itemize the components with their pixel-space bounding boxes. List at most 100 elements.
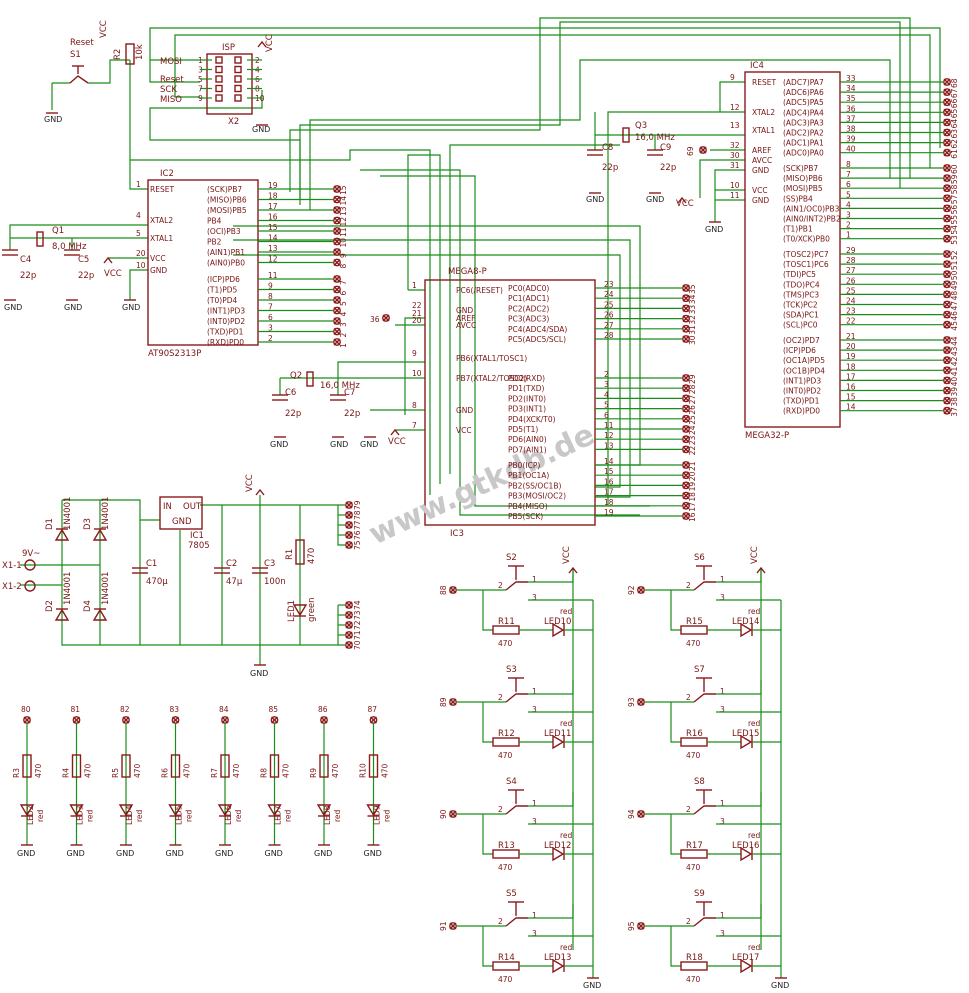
q1-freq: 8,0 MHz	[52, 242, 87, 252]
ic4-test-label: 60	[950, 164, 959, 174]
ic4-right-label: (TMS)PC3	[783, 290, 819, 299]
rail-vcc-label: VCC	[562, 546, 572, 564]
q2-freq: 16,0 MHz	[320, 381, 360, 391]
ic4-right-pin: 3	[846, 211, 851, 220]
d3-name: D3	[83, 518, 93, 530]
ic4-test-point	[943, 280, 951, 289]
ic2-test-label: 2	[339, 333, 348, 338]
ic2-test-label: 14	[339, 196, 348, 206]
led-resistor-name: R4	[62, 768, 71, 778]
switch-vcc-wire	[528, 680, 574, 695]
led-test-label: 82	[120, 705, 130, 714]
led-test-label: 81	[71, 705, 81, 714]
gnd-test-point	[345, 641, 353, 649]
gnd-test-point	[345, 621, 353, 629]
switch-test-point	[449, 810, 457, 818]
ic4-right-label: (OC1A)PD5	[783, 356, 825, 365]
c8-gnd: GND	[586, 195, 604, 204]
ic3-test-label: 34	[688, 294, 697, 304]
led-name: LED2	[26, 805, 35, 825]
ic2-test-label: 1	[339, 343, 348, 348]
ic4-test-point-69	[699, 146, 707, 154]
ic4-test-label: 51	[950, 260, 959, 270]
ic1-name: IC1	[190, 531, 204, 541]
ic2-test-point	[333, 338, 341, 346]
led-test-point	[270, 716, 279, 724]
ic2-right-pin: 19	[268, 181, 278, 190]
ic2-right-pin: 18	[268, 192, 278, 201]
led-name: LED9	[373, 805, 382, 825]
ic4-right-pin: 15	[846, 393, 856, 402]
isp-miso: MISO	[160, 95, 182, 105]
gnd-test-label: 71	[353, 630, 362, 640]
ic3-right-pin: 14	[604, 457, 614, 466]
ic4-test-label: 44	[950, 336, 959, 346]
led-resistor	[220, 754, 230, 778]
switch-pin: 2	[498, 693, 503, 702]
led-color: red	[284, 809, 293, 822]
ic4-test-label-69: 69	[686, 146, 695, 156]
switch-test-point	[637, 810, 645, 818]
c3-value: 100n	[264, 577, 286, 587]
ic4-right-label: (SS)PB4	[783, 194, 813, 203]
led-branch-wire	[670, 702, 681, 743]
led-gnd: GND	[166, 849, 184, 858]
switch-resistor	[492, 849, 520, 859]
r1-name: R1	[285, 549, 295, 560]
ic3-right-label: PC3(ADC3)	[508, 315, 549, 324]
ic4-right-pin: 6	[846, 180, 851, 189]
ic4-right-label: (SCK)PB7	[783, 164, 818, 173]
ic4-test-point	[943, 376, 951, 385]
switch-test-label: 92	[627, 585, 636, 595]
led-name: LED8	[323, 805, 332, 825]
switch-led-diode	[740, 622, 753, 638]
ic2-right-label: (AIN0)PB0	[207, 259, 245, 268]
switch-led-name: LED11	[544, 729, 571, 739]
switch-pin: 2	[686, 917, 691, 926]
q3-name: Q3	[635, 121, 647, 131]
switch-test-point	[449, 698, 457, 706]
q3-freq: 16,0 MHz	[635, 133, 675, 143]
ic2-right-pin: 6	[268, 313, 273, 322]
isp-title: ISP	[222, 43, 235, 53]
ic3-test-point	[682, 461, 690, 469]
vcc-symbol	[255, 488, 265, 496]
switch-resistor	[680, 961, 708, 971]
ic4-test-label: 57	[950, 195, 959, 205]
ic3-test-label: 21	[688, 461, 697, 471]
ic3-left-pin: 9	[412, 349, 417, 358]
ic4-right-pin: 20	[846, 342, 856, 351]
switch-test-point	[637, 586, 645, 594]
led-resistor	[368, 754, 379, 778]
gnd-test-point	[345, 611, 353, 619]
ic4-right-pin: 33	[846, 74, 856, 83]
switch-pin: 3	[720, 593, 725, 602]
c5-name: C5	[78, 255, 89, 265]
wiring	[9, 17, 941, 665]
switch-led-name: LED17	[732, 953, 759, 963]
ic4-test-label: 38	[950, 397, 959, 407]
led-test-point	[23, 716, 31, 724]
switch-name: S2	[506, 553, 517, 563]
ic2-test-point	[333, 258, 341, 267]
switch-pin: 1	[720, 799, 725, 808]
s1-name: S1	[70, 50, 81, 60]
ic4-test-label: 49	[950, 281, 959, 291]
ic4-test-label: 63	[950, 129, 959, 139]
switch-resistor-name: R16	[686, 729, 703, 739]
ic3-right-label: PB3(MOSI/OC2)	[508, 492, 566, 501]
switch-pin: 2	[686, 805, 691, 814]
d4-part: 1N4001	[101, 572, 111, 605]
ic3-left-label: GND	[456, 406, 473, 415]
ic4-test-label: 40	[950, 377, 959, 387]
ic4-test-point	[943, 88, 951, 97]
ic3-right-pin: 4	[604, 390, 609, 399]
ic4-test-point	[943, 118, 951, 127]
ic2-test-label: 12	[339, 217, 348, 227]
switch-resistor	[680, 849, 708, 859]
ic4-right-label: (TCK)PC2	[783, 301, 818, 310]
switch-test-point	[637, 922, 645, 930]
ic4-right-label: (TOSC1)PC6	[783, 260, 829, 269]
ic4-test-point	[943, 78, 951, 86]
led-test-point	[72, 716, 81, 724]
